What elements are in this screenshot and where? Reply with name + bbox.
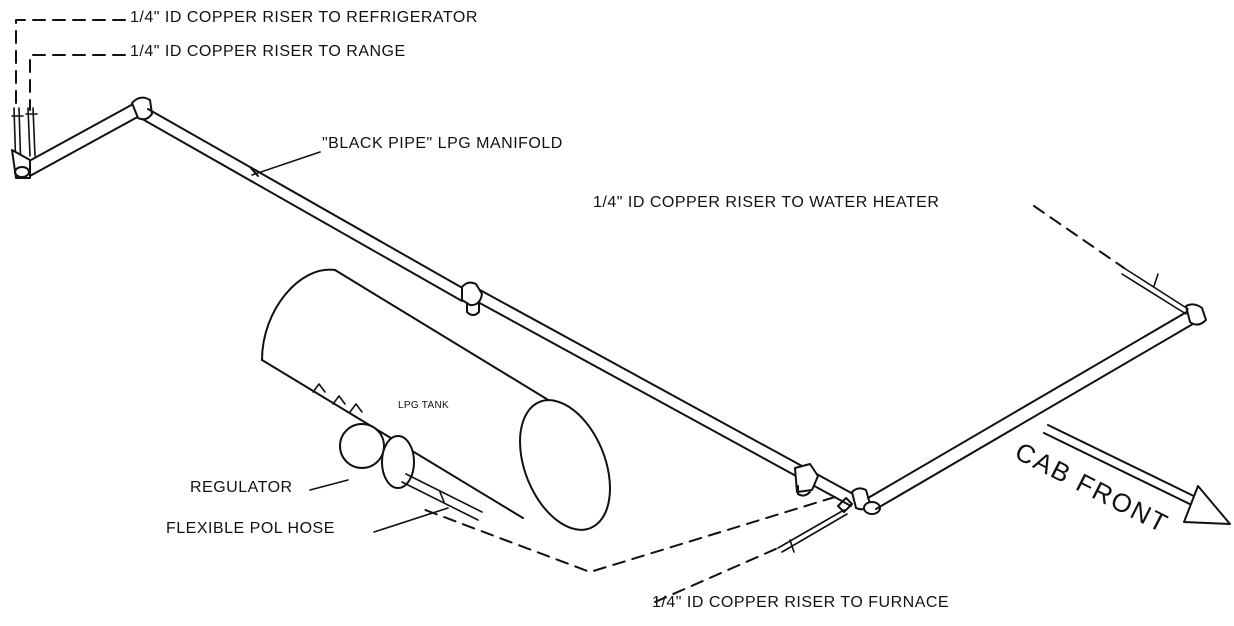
leader-regulator <box>309 479 349 491</box>
label-riser-refrigerator: 1/4" ID COPPER RISER TO REFRIGERATOR <box>130 9 478 26</box>
leader-line-manifold-to-tank <box>419 496 836 573</box>
regulator <box>339 423 415 489</box>
manifold-pipe-main <box>143 108 856 507</box>
leader-line-furnace <box>654 547 779 603</box>
label-riser-range: 1/4" ID COPPER RISER TO RANGE <box>130 43 406 60</box>
label-riser-furnace: 1/4" ID COPPER RISER TO FURNACE <box>652 594 950 611</box>
manifold-pipe-left-leg <box>11 102 144 179</box>
manifold-elbow-corner <box>837 487 881 515</box>
leader-line-water-heater <box>1033 205 1125 269</box>
tank-valves <box>312 383 363 413</box>
manifold-tee-furnace <box>794 463 819 497</box>
leader-manifold <box>251 151 321 176</box>
riser-range <box>25 107 38 157</box>
label-flexible-hose: FLEXIBLE POL HOSE <box>166 520 335 537</box>
leader-line-refrigerator <box>15 19 126 111</box>
riser-water-heater <box>1121 267 1189 315</box>
flexible-hose <box>401 473 483 521</box>
manifold-elbow-top <box>131 96 153 121</box>
riser-furnace <box>777 509 848 553</box>
leader-flexible-hose <box>373 507 449 533</box>
label-riser-water-heater: 1/4" ID COPPER RISER TO WATER HEATER <box>593 194 940 211</box>
label-lpg-tank: LPG TANK <box>398 400 449 411</box>
label-manifold: "BLACK PIPE" LPG MANIFOLD <box>322 135 563 152</box>
cab-front-arrow <box>1043 424 1231 525</box>
manifold-pipe-return <box>867 303 1207 510</box>
leader-line-range <box>29 54 126 111</box>
label-regulator: REGULATOR <box>190 479 293 496</box>
lpg-tank <box>261 268 611 531</box>
